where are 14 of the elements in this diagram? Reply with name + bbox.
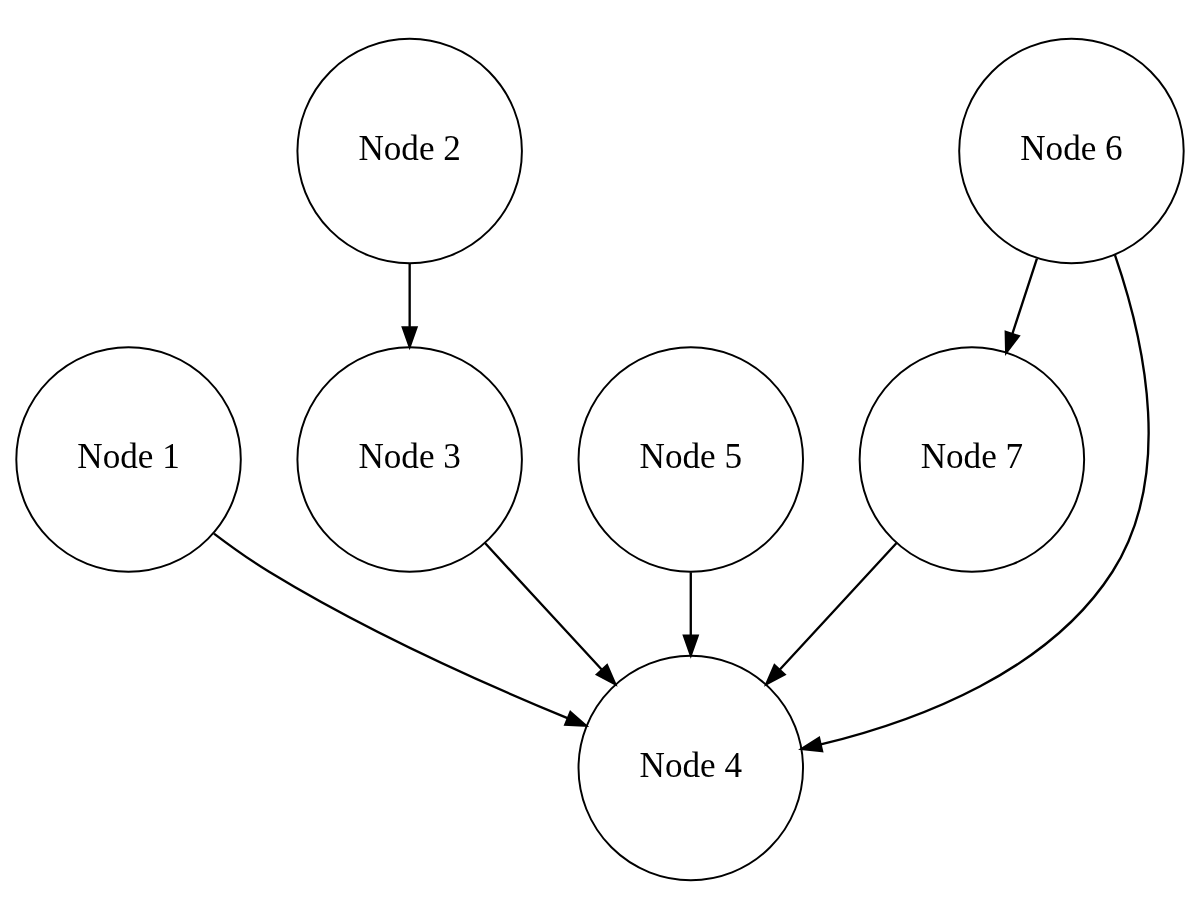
arrow	[1004, 257, 1039, 356]
node-circle: Node 3	[296, 345, 523, 573]
node-circle: Node 7	[858, 345, 1086, 573]
node-circle: Node 1	[15, 345, 242, 573]
node-circle: Node 6	[958, 37, 1185, 264]
arrow	[682, 571, 700, 659]
arrow	[798, 254, 1150, 753]
node-circle: Node 2	[296, 37, 523, 264]
node-circle: Node 4	[577, 654, 804, 881]
arrow	[484, 541, 618, 687]
node-circle: Node 5	[577, 345, 804, 573]
arrow	[401, 263, 419, 350]
arrow	[763, 541, 898, 687]
arrow	[213, 532, 590, 727]
